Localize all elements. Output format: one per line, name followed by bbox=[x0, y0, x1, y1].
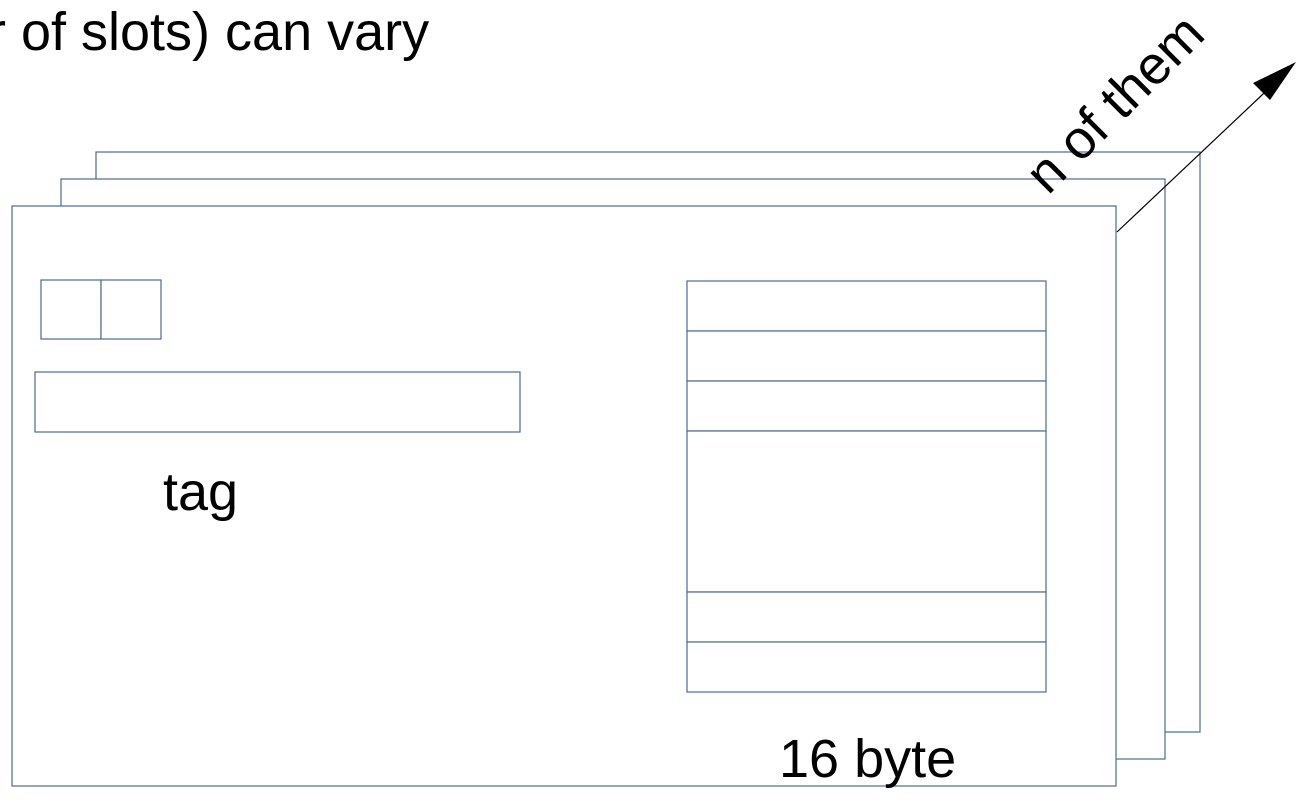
tag-label: tag bbox=[163, 462, 238, 522]
header-text: r of slots) can vary bbox=[0, 2, 429, 62]
data-block-row bbox=[686, 380, 1047, 432]
data-block-row bbox=[686, 330, 1047, 382]
status-bit-dirty bbox=[100, 279, 162, 340]
depth-arrow-line bbox=[1116, 77, 1281, 233]
data-block-gap bbox=[686, 430, 1047, 593]
depth-arrow-head bbox=[1253, 62, 1296, 100]
data-block-row bbox=[686, 641, 1047, 693]
block-size-label: 16 byte bbox=[779, 729, 956, 789]
tag-field bbox=[34, 371, 521, 433]
data-block-row bbox=[686, 591, 1047, 643]
status-bit-valid bbox=[40, 279, 102, 340]
data-block-row bbox=[686, 280, 1047, 332]
